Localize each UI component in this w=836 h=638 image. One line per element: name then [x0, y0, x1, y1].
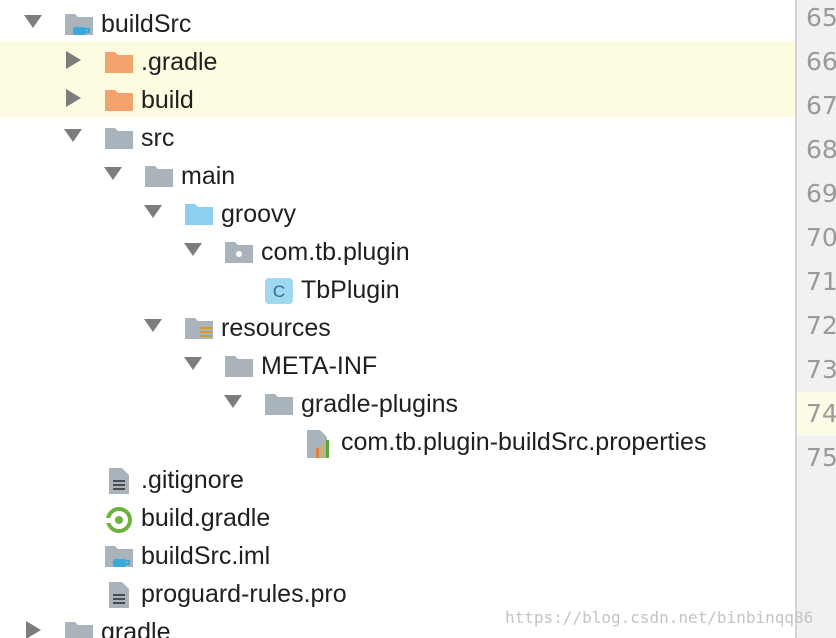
tree-node-label: gradle	[101, 618, 171, 638]
line-number: 75	[806, 443, 836, 472]
tree-node[interactable]: com.tb.plugin	[0, 231, 795, 269]
folder-icon	[104, 126, 134, 150]
tree-node-label: META-INF	[261, 352, 378, 380]
tree-node-label: com.tb.plugin-buildSrc.properties	[341, 428, 707, 456]
tree-node-label: build	[141, 86, 194, 114]
tree-node-label: proguard-rules.pro	[141, 580, 347, 608]
line-number: 68	[806, 135, 836, 164]
line-number: 73	[806, 355, 836, 384]
tree-node[interactable]: buildSrc.iml	[0, 535, 795, 573]
tree-node-label: TbPlugin	[301, 276, 400, 304]
excluded-folder-icon	[104, 50, 134, 74]
line-number: 65	[806, 3, 836, 32]
tree-node[interactable]: C TbPlugin	[0, 269, 795, 307]
tree-node[interactable]: main	[0, 155, 795, 193]
source-folder-icon	[184, 202, 214, 226]
tree-node[interactable]: buildSrc	[0, 3, 795, 41]
folder-icon	[64, 620, 94, 638]
tree-node-label: buildSrc	[101, 10, 192, 38]
tree-node[interactable]: .gradle	[0, 41, 795, 79]
tree-node[interactable]: resources	[0, 307, 795, 345]
text-file-icon	[104, 582, 134, 608]
line-number: 69	[806, 179, 836, 208]
folder-icon	[144, 164, 174, 188]
tree-node-label: resources	[221, 314, 331, 342]
properties-file-icon	[304, 430, 334, 458]
tree-node-label: buildSrc.iml	[141, 542, 271, 570]
class-icon: C	[264, 278, 294, 304]
expanded-arrow-icon[interactable]	[184, 243, 202, 256]
iml-file-icon	[104, 544, 134, 568]
expanded-arrow-icon[interactable]	[224, 395, 242, 408]
resources-folder-icon	[184, 316, 214, 340]
folder-icon	[264, 392, 294, 416]
tree-node-label: src	[141, 124, 175, 152]
collapsed-arrow-icon[interactable]	[66, 51, 81, 69]
expanded-arrow-icon[interactable]	[64, 129, 82, 142]
gradle-file-icon	[104, 506, 134, 533]
tree-node-label: com.tb.plugin	[261, 238, 410, 266]
expanded-arrow-icon[interactable]	[104, 167, 122, 180]
text-file-icon	[104, 468, 134, 494]
line-number: 72	[806, 311, 836, 340]
tree-node[interactable]: groovy	[0, 193, 795, 231]
collapsed-arrow-icon[interactable]	[66, 89, 81, 107]
module-folder-icon	[64, 12, 94, 36]
tree-node[interactable]: .gitignore	[0, 459, 795, 497]
tree-node-label: groovy	[221, 200, 297, 228]
tree-node[interactable]: build	[0, 79, 795, 117]
tree-node[interactable]: gradle	[0, 611, 795, 638]
package-icon	[224, 240, 254, 264]
line-number: 74	[797, 392, 836, 436]
tree-node-label: .gradle	[141, 48, 218, 76]
tree-node-label: main	[181, 162, 236, 190]
expanded-arrow-icon[interactable]	[144, 319, 162, 332]
expanded-arrow-icon[interactable]	[144, 205, 162, 218]
line-number: 66	[806, 47, 836, 76]
watermark: https://blog.csdn.net/binbinqq86	[505, 608, 814, 627]
svg-text:C: C	[273, 282, 285, 301]
tree-node[interactable]: META-INF	[0, 345, 795, 383]
tree-node[interactable]: src	[0, 117, 795, 155]
line-number: 71	[806, 267, 836, 296]
excluded-folder-icon	[104, 88, 134, 112]
tree-node[interactable]: proguard-rules.pro	[0, 573, 795, 611]
collapsed-arrow-icon[interactable]	[26, 621, 41, 638]
expanded-arrow-icon[interactable]	[24, 15, 42, 28]
line-number: 67	[806, 91, 836, 120]
folder-icon	[224, 354, 254, 378]
tree-node-label: .gitignore	[141, 466, 244, 494]
tree-node-label: build.gradle	[141, 504, 271, 532]
expanded-arrow-icon[interactable]	[184, 357, 202, 370]
tree-node[interactable]: gradle-plugins	[0, 383, 795, 421]
editor-gutter: 65 66 67 68 69 70 71 72 73 74 75	[795, 0, 836, 638]
tree-node[interactable]: build.gradle	[0, 497, 795, 535]
line-number: 70	[806, 223, 836, 252]
tree-node-label: gradle-plugins	[301, 390, 459, 418]
tree-node[interactable]: com.tb.plugin-buildSrc.properties	[0, 421, 795, 459]
